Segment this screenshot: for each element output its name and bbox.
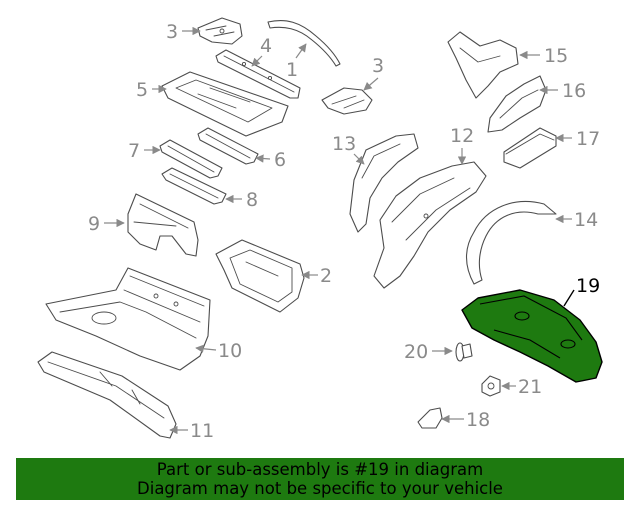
- callout-18: 18: [466, 409, 490, 431]
- part-19-highlighted: [461, 289, 603, 383]
- part-21-nut: [481, 375, 501, 397]
- callout-12: 12: [450, 125, 474, 147]
- callout-8: 8: [246, 189, 258, 211]
- callout-13: 13: [332, 133, 356, 155]
- callout-10: 10: [218, 340, 242, 362]
- callout-21: 21: [518, 376, 542, 398]
- callout-3b: 3: [372, 55, 384, 77]
- callout-11: 11: [190, 420, 214, 442]
- callout-7: 7: [128, 140, 140, 162]
- part-16-bracket: [487, 75, 547, 133]
- part-6-channel: [197, 127, 259, 165]
- callout-5: 5: [136, 79, 148, 101]
- part-4-member: [215, 49, 301, 99]
- part-1-rail: [267, 19, 341, 67]
- info-banner: Part or sub-assembly is #19 in diagram D…: [16, 458, 624, 500]
- banner-line-2: Diagram may not be specific to your vehi…: [137, 479, 503, 498]
- part-3-bracket-right: [321, 87, 373, 115]
- callout-19: 19: [576, 275, 600, 297]
- part-12-quarter-inner: [373, 161, 487, 289]
- part-3-bracket-top: [197, 17, 243, 45]
- callout-14: 14: [574, 209, 598, 231]
- part-20-clip: [455, 342, 473, 362]
- callout-3a: 3: [166, 21, 178, 43]
- part-7-channel: [159, 139, 223, 179]
- callout-16: 16: [562, 80, 586, 102]
- part-9-panel: [127, 193, 199, 257]
- part-13-wheelhouse-inner: [349, 133, 419, 233]
- parts-diagram: 3 1 4 3 5 6 7 8: [37, 17, 603, 442]
- callout-9: 9: [88, 213, 100, 235]
- part-8-channel: [161, 167, 227, 205]
- part-15-bracket: [447, 31, 519, 99]
- callout-15: 15: [544, 45, 568, 67]
- callout-6: 6: [274, 149, 286, 171]
- callout-2: 2: [320, 265, 332, 287]
- part-10-floor: [45, 267, 211, 371]
- part-2-tub: [215, 239, 305, 313]
- part-17-bracket: [503, 127, 557, 169]
- callout-17: 17: [576, 128, 600, 150]
- callout-20: 20: [404, 341, 428, 363]
- part-11-crossmember: [37, 351, 177, 439]
- callout-4: 4: [260, 35, 272, 57]
- banner-line-1: Part or sub-assembly is #19 in diagram: [156, 460, 484, 479]
- callout-1: 1: [286, 59, 298, 81]
- part-5-tray: [161, 71, 289, 137]
- part-14-wheelhouse-outer: [465, 200, 557, 285]
- part-18-bracket: [417, 407, 443, 429]
